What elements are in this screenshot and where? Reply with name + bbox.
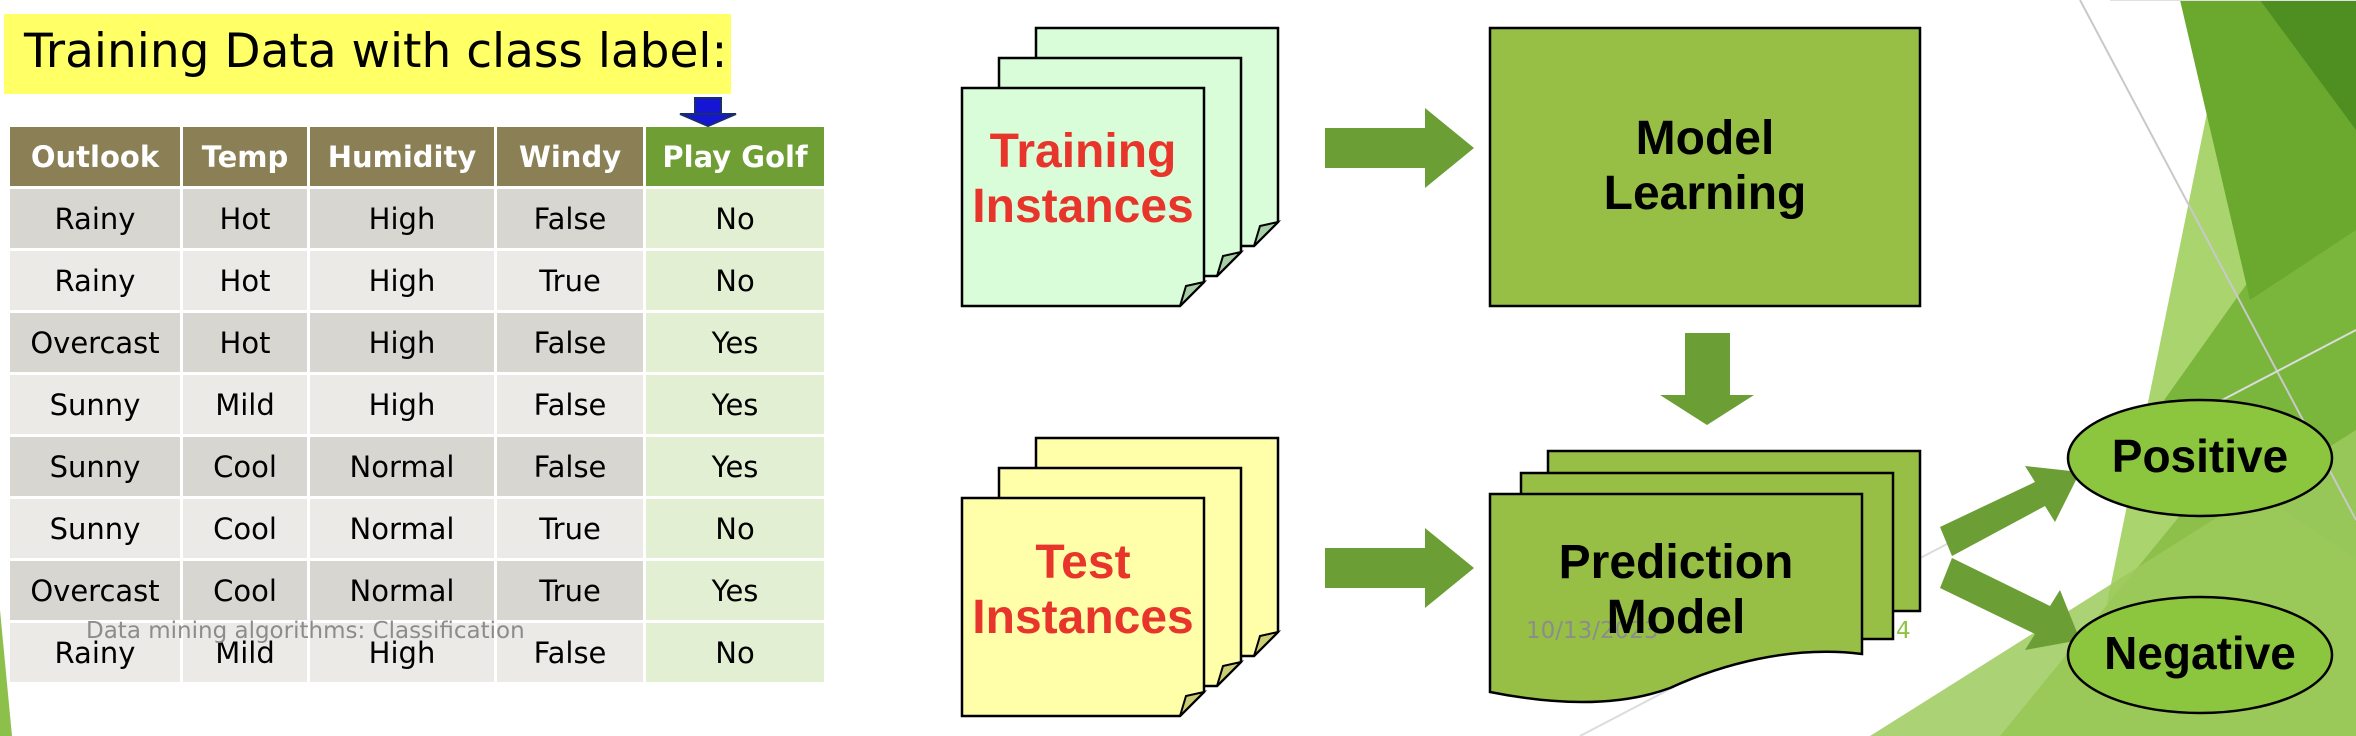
class-label-cell: No (646, 499, 824, 561)
table-cell: Rainy (10, 251, 183, 313)
class-label-cell: Yes (646, 375, 824, 437)
model-learning-line-1: Model (1635, 112, 1775, 165)
table-cell: High (310, 313, 497, 375)
table-cell: Hot (183, 251, 310, 313)
class-label-cell: No (646, 189, 824, 251)
negative-label: Negative (2104, 627, 2296, 679)
table-cell: False (497, 623, 646, 685)
table-cell: Cool (183, 561, 310, 623)
footer-page-number: 4 (1896, 618, 1911, 644)
footer-title: Data mining algorithms: Classification (86, 618, 525, 644)
model-learning-box (1488, 26, 1922, 308)
column-header-outlook: Outlook (10, 127, 183, 189)
table-header-row: Outlook Temp Humidity Windy Play Golf (10, 127, 824, 189)
table-row: Rainy Hot High False No (10, 189, 824, 251)
title-banner (4, 14, 731, 94)
table-cell: Hot (183, 313, 310, 375)
table-cell: Cool (183, 437, 310, 499)
table-cell: Normal (310, 437, 497, 499)
prediction-model-stack (1488, 449, 1922, 704)
table-cell: Rainy (10, 189, 183, 251)
arrow-right-icon (1325, 108, 1474, 188)
test-label-line-2: Instances (972, 590, 1194, 644)
table-cell: Rainy (10, 623, 183, 685)
table-cell: High (310, 375, 497, 437)
positive-node (2066, 398, 2334, 518)
table-cell: True (497, 251, 646, 313)
arrow-up-right-icon (1940, 466, 2080, 556)
table-cell: High (310, 251, 497, 313)
column-header-windy: Windy (497, 127, 646, 189)
test-instances-stack (960, 436, 1282, 718)
table-cell: Cool (183, 499, 310, 561)
class-label-cell: Yes (646, 561, 824, 623)
prediction-model-line-2: Model (1606, 590, 1746, 644)
column-header-temp: Temp (183, 127, 310, 189)
table-cell: False (497, 437, 646, 499)
table-cell: Normal (310, 499, 497, 561)
table-cell: True (497, 561, 646, 623)
test-instances-label: Test Instances (962, 536, 1204, 645)
class-label-cell: Yes (646, 313, 824, 375)
class-label-indicator-icon (679, 97, 737, 128)
table-cell: High (310, 623, 497, 685)
training-label-line-2: Instances (972, 179, 1194, 233)
positive-label: Positive (2111, 430, 2289, 482)
class-label-cell: Yes (646, 437, 824, 499)
table-row: Overcast Hot High False Yes (10, 313, 824, 375)
column-header-play-golf: Play Golf (646, 127, 824, 189)
arrow-right-icon (1325, 528, 1474, 608)
table-row: Sunny Cool Normal True No (10, 499, 824, 561)
training-label-line-1: Training (989, 125, 1177, 178)
table-cell: False (497, 375, 646, 437)
class-label-cell: No (646, 251, 824, 313)
table-row: Overcast Cool Normal True Yes (10, 561, 824, 623)
table-cell: Mild (183, 623, 310, 685)
prediction-model-line-1: Prediction (1558, 536, 1794, 589)
table-cell: False (497, 313, 646, 375)
negative-node (2066, 595, 2334, 715)
training-instances-label: Training Instances (962, 125, 1204, 234)
training-instances-stack (960, 26, 1282, 308)
table-cell: High (310, 189, 497, 251)
table-row: Rainy Mild High False No (10, 623, 824, 685)
class-label-cell: No (646, 623, 824, 685)
slide-title: Training Data with class label: (24, 24, 728, 79)
table-cell: Mild (183, 375, 310, 437)
table-cell: Sunny (10, 437, 183, 499)
table-cell: Hot (183, 189, 310, 251)
arrow-down-icon (1660, 333, 1754, 425)
table-cell: True (497, 499, 646, 561)
table-row: Sunny Mild High False Yes (10, 375, 824, 437)
test-label-line-1: Test (1035, 536, 1131, 589)
prediction-model-label: Prediction Model (1490, 536, 1862, 645)
model-learning-line-2: Learning (1603, 166, 1807, 220)
table-cell: False (497, 189, 646, 251)
table-cell: Overcast (10, 561, 183, 623)
training-data-table: Outlook Temp Humidity Windy Play Golf Ra… (10, 127, 824, 685)
arrow-down-right-icon (1940, 558, 2080, 650)
table-cell: Overcast (10, 313, 183, 375)
table-row: Sunny Cool Normal False Yes (10, 437, 824, 499)
footer-date: 10/13/2023 (1526, 618, 1659, 644)
table-cell: Sunny (10, 499, 183, 561)
column-header-humidity: Humidity (310, 127, 497, 189)
table-row: Rainy Hot High True No (10, 251, 824, 313)
table-cell: Sunny (10, 375, 183, 437)
model-learning-label: Model Learning (1490, 112, 1920, 221)
table-cell: Normal (310, 561, 497, 623)
